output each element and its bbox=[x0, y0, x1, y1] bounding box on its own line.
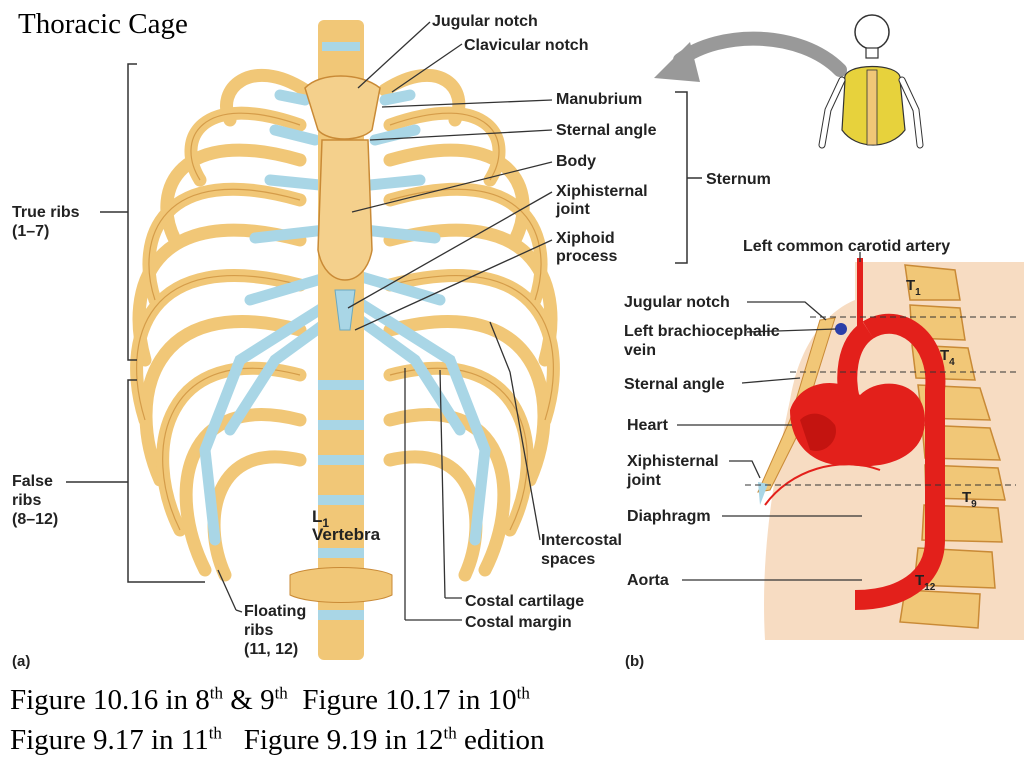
label-t9: T9 bbox=[962, 489, 977, 510]
panel-a-rib-cage: Jugular notch Clavicular notch Manubrium… bbox=[12, 13, 771, 670]
label-costal-cartilage: Costal cartilage bbox=[465, 593, 584, 610]
manubrium-shape bbox=[304, 75, 381, 140]
label-left-common-carotid: Left common carotid artery bbox=[743, 238, 950, 255]
label-t1: T1 bbox=[906, 277, 921, 298]
label-b-xiphisternal-2: joint bbox=[626, 472, 661, 489]
false-ribs-bracket bbox=[66, 379, 205, 583]
label-b-diaphragm: Diaphragm bbox=[627, 508, 711, 525]
rib-right-7 bbox=[383, 315, 551, 487]
label-l1: L1 bbox=[312, 507, 329, 530]
sternum-bone bbox=[304, 75, 381, 331]
label-floating-3: (11, 12) bbox=[244, 641, 298, 658]
skeleton-thumbnail bbox=[654, 14, 924, 149]
label-sternal-angle: Sternal angle bbox=[556, 122, 657, 139]
panel-b-label: (b) bbox=[625, 653, 644, 670]
label-b-heart: Heart bbox=[627, 417, 669, 434]
label-xiphisternal-2: joint bbox=[555, 201, 590, 218]
label-manubrium: Manubrium bbox=[556, 91, 642, 108]
xiphoid-section bbox=[758, 482, 768, 505]
label-floating-1: Floating bbox=[244, 603, 306, 620]
label-jugular-notch: Jugular notch bbox=[432, 13, 538, 30]
rib-left-7 bbox=[139, 315, 307, 487]
slide-title: Thoracic Cage bbox=[18, 8, 188, 40]
caption-line-1: Figure 10.16 in 8th & 9th Figure 10.17 i… bbox=[10, 683, 530, 716]
true-ribs-bracket bbox=[100, 63, 137, 361]
rib-right-10 bbox=[383, 450, 483, 582]
label-costal-margin: Costal margin bbox=[465, 614, 572, 631]
label-intercostal-2: spaces bbox=[541, 551, 595, 568]
label-b-jugular-notch: Jugular notch bbox=[624, 294, 730, 311]
label-b-brachio-1: Left brachiocephalic bbox=[624, 323, 780, 340]
label-false-ribs-3: (8–12) bbox=[12, 511, 58, 528]
label-vertebra: Vertebra bbox=[312, 525, 381, 544]
label-b-aorta: Aorta bbox=[627, 572, 669, 589]
brachiocephalic-vein bbox=[835, 323, 847, 335]
sternum-bracket bbox=[675, 91, 702, 264]
pointer-arrow bbox=[673, 31, 847, 77]
sternum-body-shape bbox=[317, 139, 373, 281]
label-b-xiphisternal-1: Xiphisternal bbox=[627, 453, 719, 470]
label-xiphoid-2: process bbox=[556, 248, 617, 265]
label-floating-2: ribs bbox=[244, 622, 273, 639]
label-true-ribs-2: (1–7) bbox=[12, 223, 49, 240]
rib-right-9 bbox=[383, 408, 511, 577]
label-sternum: Sternum bbox=[706, 171, 771, 188]
caption-line-2: Figure 9.17 in 11th Figure 9.19 in 12th … bbox=[10, 723, 545, 756]
label-b-sternal-angle: Sternal angle bbox=[624, 376, 725, 393]
label-false-ribs-1: False bbox=[12, 473, 53, 490]
aorta-path bbox=[854, 313, 946, 610]
label-b-brachio-2: vein bbox=[624, 342, 656, 359]
rib-left-9 bbox=[179, 408, 307, 577]
rib-left-10 bbox=[207, 450, 307, 582]
costal-cartilages bbox=[199, 89, 491, 546]
label-true-ribs-1: True ribs bbox=[12, 204, 80, 221]
leader-lines bbox=[217, 21, 553, 620]
label-false-ribs-2: ribs bbox=[12, 492, 41, 509]
label-body: Body bbox=[556, 153, 596, 170]
label-t12: T12 bbox=[915, 572, 936, 593]
label-intercostal-1: Intercostal bbox=[541, 532, 622, 549]
panel-b-sagittal: Left common carotid artery Jugular notch… bbox=[624, 238, 1024, 670]
diaphragm-curve bbox=[764, 463, 881, 506]
panel-a-label: (a) bbox=[12, 653, 30, 670]
xiphoid-shape bbox=[334, 289, 356, 331]
label-clavicular-notch: Clavicular notch bbox=[464, 37, 588, 54]
label-xiphisternal-1: Xiphisternal bbox=[556, 183, 648, 200]
label-t4: T4 bbox=[940, 347, 955, 368]
label-xiphoid-1: Xiphoid bbox=[556, 230, 615, 247]
